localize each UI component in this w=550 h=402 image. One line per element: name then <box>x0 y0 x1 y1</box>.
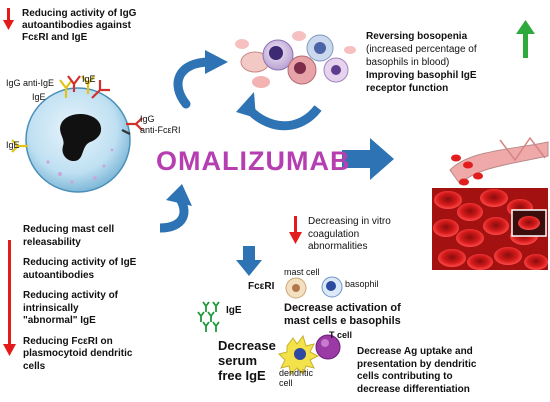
label-ige-left-top: IgE <box>32 92 46 102</box>
list-item: Reducing activity of IgE <box>23 257 137 268</box>
top-right-line-3: basophils in blood) <box>366 57 450 68</box>
ag-line-3: cells contributing to <box>357 371 453 382</box>
curved-arrow-icon <box>173 50 228 109</box>
up-arrow-icon <box>516 20 535 58</box>
coagulation-line-1: Decreasing in vitro <box>308 216 391 227</box>
curved-arrow-icon <box>236 92 322 131</box>
top-left-line-1: Reducing activity of IgG <box>22 8 137 19</box>
top-right-text: Reversing bosopenia (increased percentag… <box>366 30 477 95</box>
blood-cells-icon <box>235 31 356 88</box>
label-ige-top: IgE <box>82 74 96 84</box>
list-item: releasability <box>23 236 81 248</box>
top-left-line-2: autoantibodies against <box>22 20 131 31</box>
list-item: autoantibodies <box>23 269 95 281</box>
top-right-line-5: receptor function <box>366 83 449 94</box>
list-item: cells <box>23 360 46 372</box>
label-mast-cell: mast cell <box>284 267 320 277</box>
activation-text: Decrease activation of mast cells e baso… <box>284 302 401 328</box>
label-igg: IgG <box>140 114 155 124</box>
bottom-left-list: Reducing mast cell releasability Reducin… <box>23 224 136 373</box>
cell-icon <box>285 276 343 299</box>
top-left-line-3: FcεRI and IgE <box>22 32 88 43</box>
right-arrow-icon <box>342 138 394 180</box>
label-basophil: basophil <box>345 279 379 289</box>
list-item: intrinsically <box>23 302 79 314</box>
antibody-icon <box>197 301 220 332</box>
top-right-line-4: Improving basophil IgE <box>366 70 477 81</box>
label-igg-anti-ige: IgG anti-IgE <box>6 78 55 88</box>
coagulation-line-3: abnormalities <box>308 241 368 252</box>
label-anti-fceri: anti-FcεRI <box>140 125 181 135</box>
list-item: Reducing activity of <box>23 290 119 301</box>
label-ige-green: IgE <box>226 305 242 316</box>
top-left-text: Reducing activity of IgG autoantibodies … <box>22 8 136 44</box>
ag-line-2: presentation by dendritic <box>357 358 477 370</box>
coagulation-line-2: coagulation <box>308 228 360 240</box>
down-arrow-icon <box>3 8 14 30</box>
page-title: OMALIZUMAB <box>156 146 351 176</box>
top-right-line-1: Reversing bosopenia <box>366 31 468 42</box>
coagulation-text: Decreasing in vitro coagulation abnormal… <box>308 216 391 254</box>
ag-line-4: decrease differentiation <box>357 383 470 395</box>
list-item: Reducing FcεRI on <box>23 335 113 347</box>
activation-line-1: Decrease activation of <box>284 302 401 314</box>
label-fceri: FcεRI <box>248 281 275 292</box>
ag-text: Decrease Ag uptake and presentation by d… <box>357 346 476 396</box>
label-cell: cell <box>279 378 293 388</box>
list-item: plasmocytoid dendritic <box>23 348 133 359</box>
label-ige-left-bottom: IgE <box>6 140 20 150</box>
list-item: "abnormal" IgE <box>23 315 96 326</box>
blood-cells-icon <box>432 136 549 270</box>
down-arrow-icon <box>289 216 302 244</box>
ige-line-1: Decrease <box>218 338 276 353</box>
ag-line-1: Decrease Ag uptake and <box>357 346 473 357</box>
down-arrow-icon <box>3 240 16 356</box>
list-item: Reducing mast cell <box>23 224 115 235</box>
cell-icon <box>278 334 341 375</box>
top-right-line-2: (increased percentage of <box>366 44 477 55</box>
antibody-icon <box>11 75 143 153</box>
ige-line-3: free IgE <box>218 368 266 383</box>
label-dendritic-cell: dendritic cell <box>279 368 313 388</box>
activation-line-2: mast cells e basophils <box>284 315 401 327</box>
curved-arrow-icon <box>159 184 192 233</box>
ige-line-2: serum <box>218 353 258 368</box>
label-igg-anti-fceri: IgG anti-FcεRI <box>140 114 181 136</box>
label-dendritic: dendritic <box>279 368 314 378</box>
ige-decrease-text: Decrease serum free IgE <box>218 338 276 383</box>
label-t-cell: T cell <box>329 330 353 340</box>
cell-icon <box>25 87 131 193</box>
down-arrow-icon <box>236 246 262 276</box>
